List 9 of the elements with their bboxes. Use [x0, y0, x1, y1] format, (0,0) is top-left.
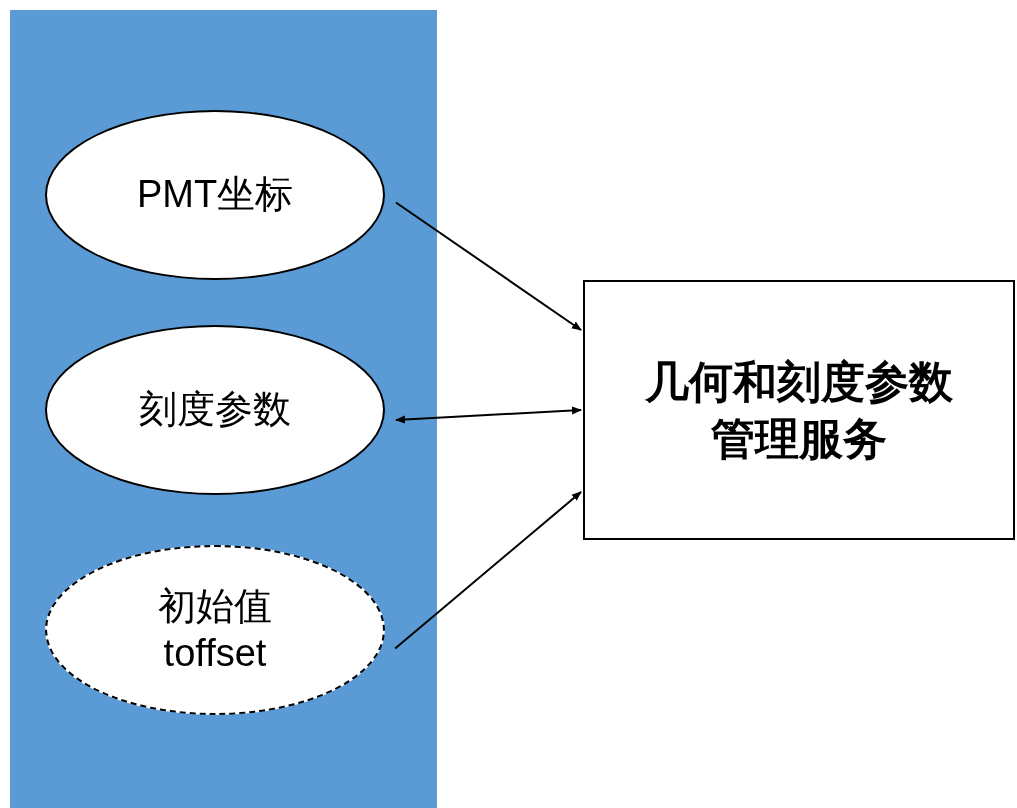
arrow — [394, 491, 582, 650]
node-label: 几何和刻度参数管理服务 — [644, 355, 954, 465]
arrow — [394, 201, 582, 331]
node-label: 刻度参数 — [138, 387, 292, 433]
background-band — [10, 10, 437, 808]
node-label: PMT坐标 — [135, 172, 295, 218]
node-label: 初始值 toffset — [157, 583, 273, 676]
process-box — [583, 280, 1015, 540]
arrow — [395, 406, 582, 424]
